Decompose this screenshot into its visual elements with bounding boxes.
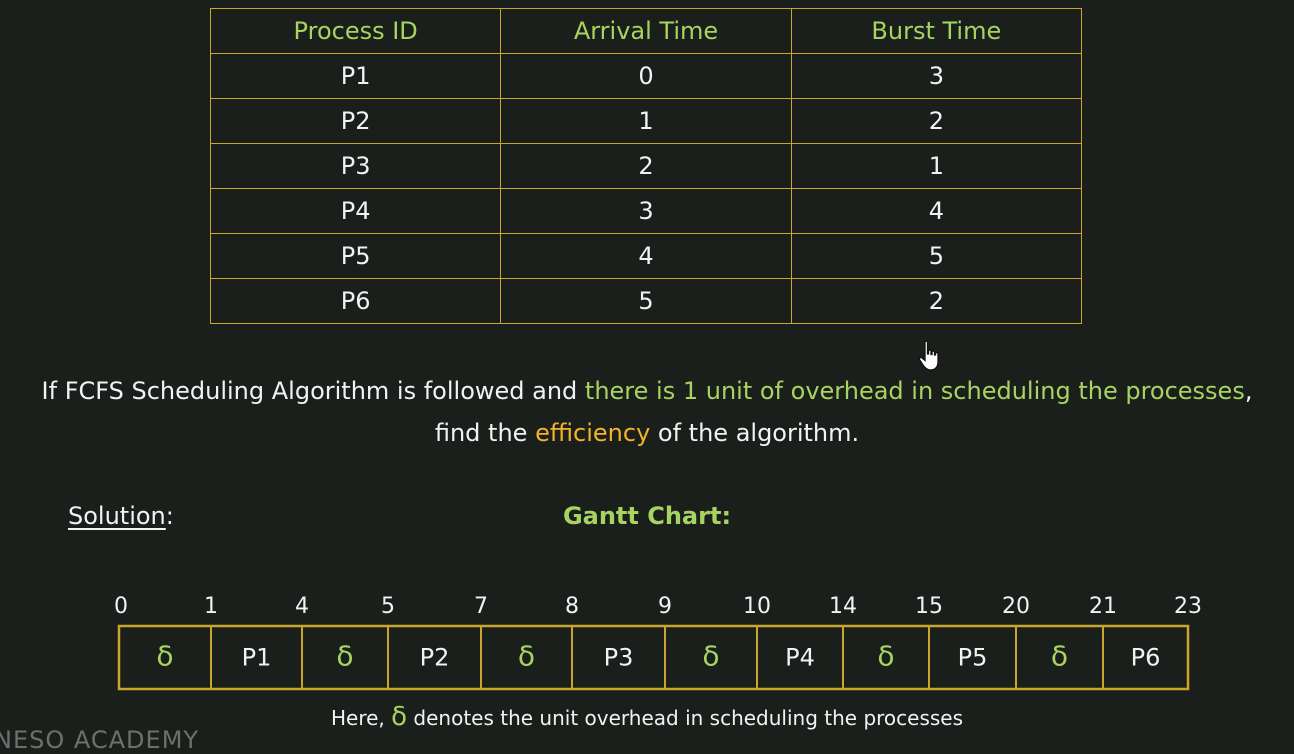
cell-process-id: P5 bbox=[209, 233, 502, 279]
table-row: P4 3 4 bbox=[209, 188, 1083, 234]
question-part5: of the algorithm. bbox=[650, 419, 860, 447]
footnote-post: denotes the unit overhead in scheduling … bbox=[407, 706, 964, 730]
hand-cursor-icon bbox=[918, 340, 939, 371]
header-burst-time: Burst Time bbox=[790, 8, 1083, 54]
gantt-tick-label: 20 bbox=[1002, 594, 1030, 619]
gantt-tick-label: 9 bbox=[658, 594, 672, 619]
solution-label-colon: : bbox=[165, 502, 174, 530]
gantt-block-overhead: δ bbox=[877, 640, 894, 673]
delta-symbol: δ bbox=[391, 702, 408, 732]
footnote-pre: Here, bbox=[330, 706, 392, 730]
gantt-block-overhead: δ bbox=[518, 640, 535, 673]
gantt-tick-label: 7 bbox=[474, 594, 488, 619]
cell-burst-time: 5 bbox=[790, 233, 1083, 279]
table-row: P2 1 2 bbox=[209, 98, 1083, 144]
cell-process-id: P2 bbox=[209, 98, 502, 144]
question-text: If FCFS Scheduling Algorithm is followed… bbox=[40, 370, 1254, 454]
cell-arrival-time: 2 bbox=[500, 143, 792, 189]
solution-label-text: Solution bbox=[68, 502, 166, 530]
gantt-tick-label: 15 bbox=[915, 594, 943, 619]
gantt-tick-label: 0 bbox=[114, 594, 128, 619]
gantt-block-process: P2 bbox=[420, 644, 450, 672]
gantt-tick-label: 14 bbox=[829, 594, 857, 619]
gantt-chart-title: Gantt Chart: bbox=[562, 502, 732, 530]
table-row: P6 5 2 bbox=[209, 278, 1083, 324]
gantt-tick-label: 8 bbox=[565, 594, 579, 619]
cell-process-id: P6 bbox=[209, 278, 502, 324]
gantt-tick-label: 4 bbox=[295, 594, 309, 619]
gantt-tick-label: 1 bbox=[204, 594, 218, 619]
header-process-id: Process ID bbox=[209, 8, 502, 54]
cell-arrival-time: 4 bbox=[500, 233, 792, 279]
gantt-block-process: P6 bbox=[1131, 644, 1161, 672]
process-table: Process ID Arrival Time Burst Time P1 0 … bbox=[209, 8, 1083, 324]
gantt-block-overhead: δ bbox=[1051, 640, 1068, 673]
cell-burst-time: 2 bbox=[790, 98, 1083, 144]
solution-label: Solution: bbox=[68, 502, 174, 530]
question-overhead-highlight: there is 1 unit of overhead in schedulin… bbox=[584, 377, 1245, 405]
footnote: Here, δ denotes the unit overhead in sch… bbox=[0, 702, 1294, 732]
cell-process-id: P3 bbox=[209, 143, 502, 189]
cell-arrival-time: 1 bbox=[500, 98, 792, 144]
header-arrival-time: Arrival Time bbox=[500, 8, 792, 54]
watermark-logo: NESO ACADEMY bbox=[0, 726, 200, 754]
gantt-block-process: P1 bbox=[242, 644, 272, 672]
cell-process-id: P1 bbox=[209, 53, 502, 99]
table-row: P3 2 1 bbox=[209, 143, 1083, 189]
gantt-tick-label: 10 bbox=[743, 594, 771, 619]
cell-burst-time: 2 bbox=[790, 278, 1083, 324]
cell-arrival-time: 3 bbox=[500, 188, 792, 234]
cell-arrival-time: 0 bbox=[500, 53, 792, 99]
table-row: P1 0 3 bbox=[209, 53, 1083, 99]
gantt-outline bbox=[117, 624, 1190, 691]
cell-burst-time: 3 bbox=[790, 53, 1083, 99]
gantt-tick-label: 23 bbox=[1174, 594, 1202, 619]
question-efficiency-highlight: efficiency bbox=[535, 419, 651, 447]
cell-process-id: P4 bbox=[209, 188, 502, 234]
table-header-row: Process ID Arrival Time Burst Time bbox=[209, 8, 1083, 54]
cell-arrival-time: 5 bbox=[500, 278, 792, 324]
question-part3: , find the bbox=[434, 377, 1253, 447]
gantt-block-process: P5 bbox=[958, 644, 988, 672]
gantt-block-process: P4 bbox=[785, 644, 815, 672]
gantt-tick-label: 21 bbox=[1089, 594, 1117, 619]
gantt-block-overhead: δ bbox=[156, 640, 173, 673]
gantt-block-process: P3 bbox=[604, 644, 634, 672]
gantt-tick-label: 5 bbox=[381, 594, 395, 619]
gantt-block-overhead: δ bbox=[702, 640, 719, 673]
table-row: P5 4 5 bbox=[209, 233, 1083, 279]
cell-burst-time: 1 bbox=[790, 143, 1083, 189]
gantt-block-overhead: δ bbox=[336, 640, 353, 673]
cell-burst-time: 4 bbox=[790, 188, 1083, 234]
question-part1: If FCFS Scheduling Algorithm is followed… bbox=[41, 377, 585, 405]
